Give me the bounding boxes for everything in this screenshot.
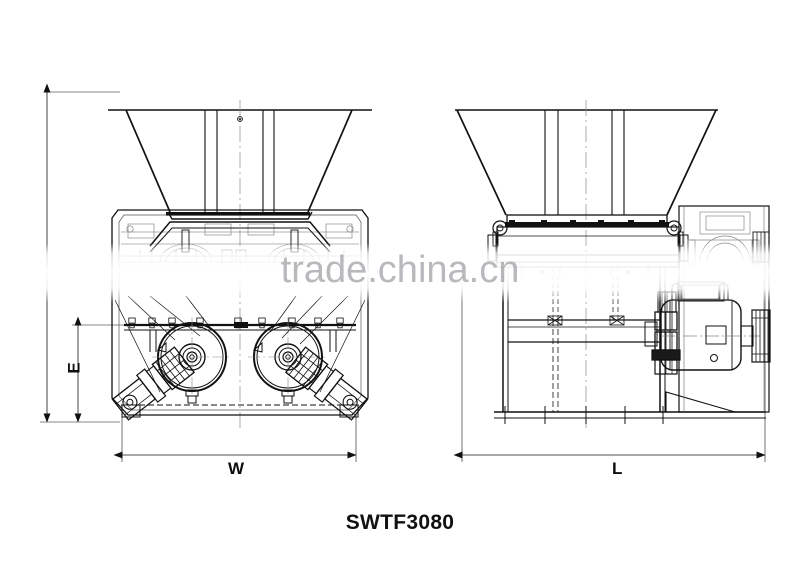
front-view-W-dimension (113, 415, 357, 462)
side-upper-machinery-detail (687, 211, 760, 265)
front-view (40, 83, 372, 462)
dimension-label-l: L (612, 459, 623, 478)
front-leader-lines (114, 295, 366, 393)
side-view (453, 100, 771, 462)
side-gearbox (644, 291, 718, 375)
front-view-E-dimension (72, 316, 125, 423)
front-shaft-bar (124, 317, 356, 352)
dimension-label-w: W (228, 459, 245, 478)
front-drive-right (284, 346, 369, 421)
front-lower-frame (121, 404, 359, 418)
front-rotor-left (152, 317, 232, 404)
front-drive-left (111, 346, 196, 421)
dimension-label-e: E (64, 362, 84, 374)
side-cutting-chamber (487, 220, 689, 276)
side-hopper (455, 100, 718, 430)
model-title: SWTF3080 (345, 511, 455, 534)
side-upper-pulley-detail (752, 231, 770, 263)
side-motor-enclosure (678, 205, 770, 413)
front-hopper (108, 100, 372, 430)
side-frame (502, 267, 666, 412)
side-base-frame (494, 391, 766, 424)
front-hopper-flange (149, 211, 331, 253)
side-hopper-flange (505, 214, 669, 227)
